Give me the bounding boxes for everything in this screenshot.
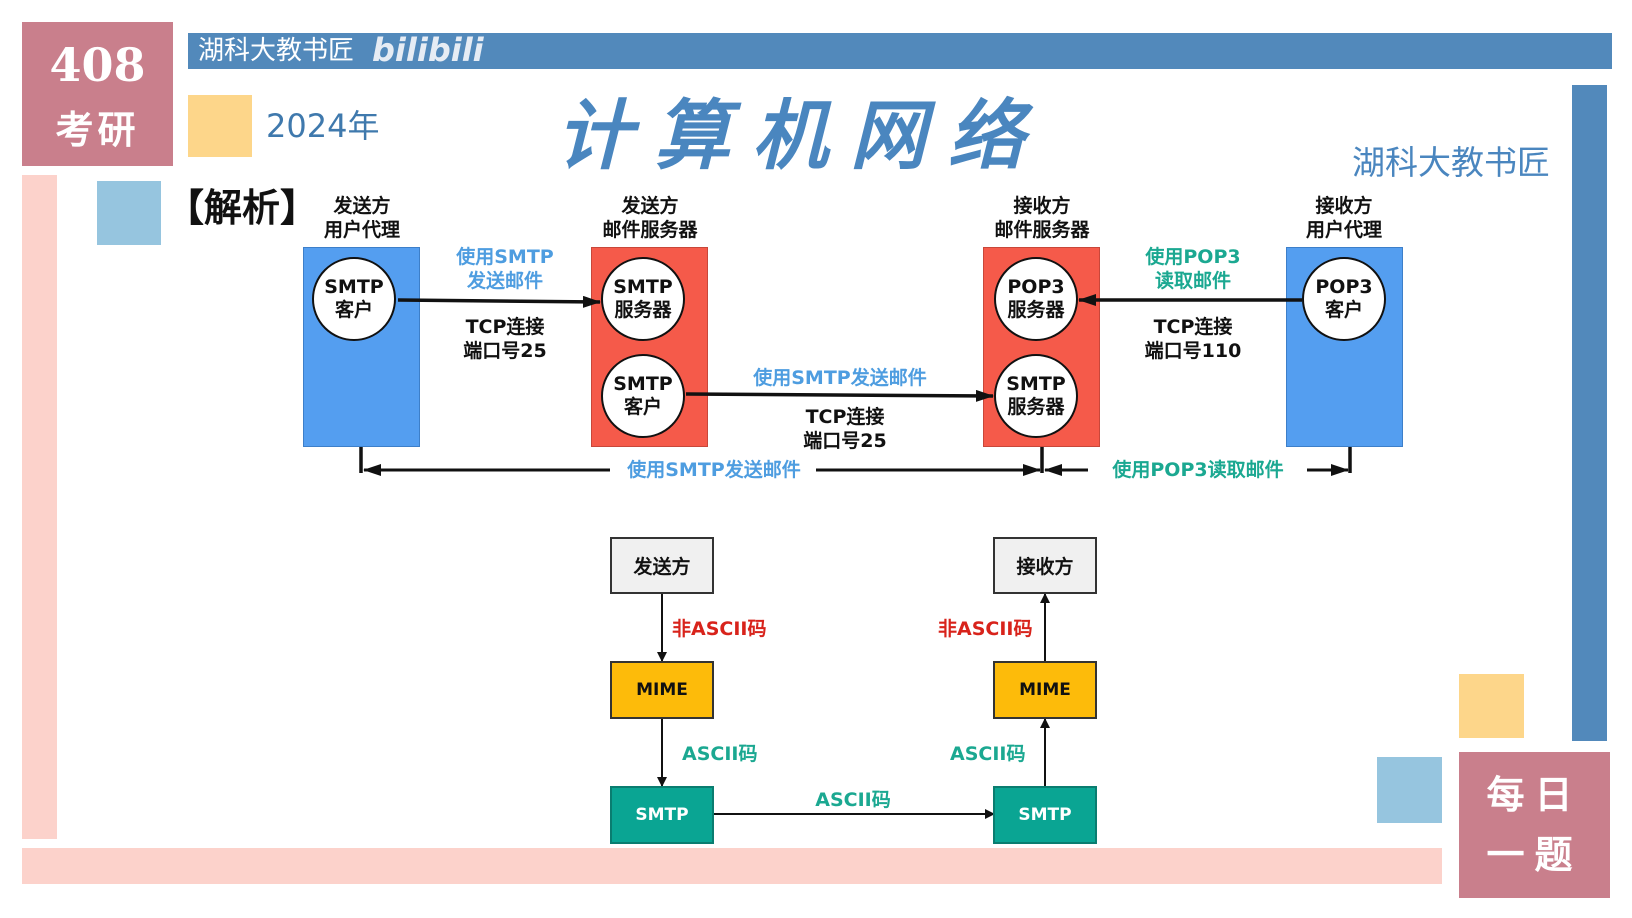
span-label-pop3: 使用POP3读取邮件 bbox=[1112, 459, 1284, 481]
circle-line: 服务器 bbox=[614, 299, 672, 321]
yellow-square-top bbox=[188, 95, 252, 157]
year-label: 2024年 bbox=[266, 107, 380, 145]
label-line: TCP连接 bbox=[1153, 316, 1233, 338]
label-line: 发送邮件 bbox=[466, 270, 543, 292]
link-protocol-label: 使用SMTP 发送邮件 bbox=[430, 245, 580, 293]
daily-question-badge: 每日 一题 bbox=[1459, 752, 1610, 898]
caption-line: 接收方 bbox=[1013, 195, 1071, 217]
link-tcp-label: TCP连接 端口号25 bbox=[770, 405, 920, 453]
smtp-server-circle: SMTP 服务器 bbox=[601, 257, 685, 341]
non-ascii-label-receiver: 非ASCII码 bbox=[938, 618, 1033, 640]
receiver-box: 接收方 bbox=[993, 537, 1097, 594]
label-line: 使用POP3 bbox=[1145, 246, 1241, 268]
smtp-client-circle: SMTP 客户 bbox=[601, 354, 685, 438]
blue-square-left bbox=[97, 181, 161, 245]
author-label: 湖科大教书匠 bbox=[1352, 143, 1550, 182]
pop3-client-circle: POP3 客户 bbox=[1302, 257, 1386, 341]
top-blue-bar bbox=[188, 33, 1612, 69]
smtp-server-circle: SMTP 服务器 bbox=[994, 354, 1078, 438]
label-line: TCP连接 bbox=[805, 406, 885, 428]
circle-line: 服务器 bbox=[1007, 299, 1065, 321]
caption-line: 发送方 bbox=[333, 195, 391, 217]
link-arrow-ua-to-server bbox=[397, 295, 601, 308]
label-line: 端口号110 bbox=[1144, 340, 1242, 362]
yellow-square-bottom bbox=[1459, 674, 1524, 738]
node-caption: 发送方 邮件服务器 bbox=[580, 194, 720, 242]
caption-line: 发送方 bbox=[621, 195, 679, 217]
caption-line: 用户代理 bbox=[323, 219, 400, 241]
caption-line: 邮件服务器 bbox=[602, 219, 698, 241]
circle-line: 客户 bbox=[1324, 299, 1363, 321]
watermark-logo: bilibili bbox=[372, 31, 484, 69]
circle-line: SMTP bbox=[613, 373, 673, 395]
badge-text: 考研 bbox=[55, 108, 140, 152]
node-caption: 接收方 邮件服务器 bbox=[972, 194, 1112, 242]
ascii-label-transfer: ASCII码 bbox=[815, 789, 891, 811]
watermark-text: 湖科大教书匠 bbox=[198, 36, 355, 66]
circle-line: POP3 bbox=[1315, 276, 1373, 298]
link-tcp-label: TCP连接 端口号25 bbox=[430, 315, 580, 363]
circle-line: SMTP bbox=[613, 276, 673, 298]
smtp-box-receiver: SMTP bbox=[993, 786, 1097, 844]
mime-box-receiver: MIME bbox=[993, 661, 1097, 719]
circle-line: 客户 bbox=[623, 396, 662, 418]
caption-line: 用户代理 bbox=[1305, 219, 1382, 241]
blue-square-bottom bbox=[1377, 757, 1442, 823]
link-tcp-label: TCP连接 端口号110 bbox=[1118, 315, 1268, 363]
badge-number: 408 bbox=[49, 38, 146, 92]
circle-line: 客户 bbox=[334, 299, 373, 321]
span-label-smtp: 使用SMTP发送邮件 bbox=[627, 459, 801, 481]
circle-line: SMTP bbox=[1006, 373, 1066, 395]
daily-line-2: 一题 bbox=[1486, 833, 1583, 877]
ascii-label-receiver: ASCII码 bbox=[950, 743, 1026, 765]
link-protocol-label: 使用SMTP发送邮件 bbox=[753, 367, 927, 389]
mime-box-sender: MIME bbox=[610, 661, 714, 719]
circle-line: POP3 bbox=[1007, 276, 1065, 298]
label-line: TCP连接 bbox=[465, 316, 545, 338]
pop3-server-circle: POP3 服务器 bbox=[994, 257, 1078, 341]
caption-line: 接收方 bbox=[1315, 195, 1373, 217]
section-heading: 【解析】 bbox=[166, 186, 319, 230]
non-ascii-label-sender: 非ASCII码 bbox=[672, 618, 767, 640]
caption-line: 邮件服务器 bbox=[994, 219, 1090, 241]
page-title: 计算机网络 bbox=[556, 91, 1046, 180]
node-caption: 接收方 用户代理 bbox=[1282, 194, 1406, 242]
exam-badge: 408 考研 bbox=[22, 22, 173, 166]
label-line: 读取邮件 bbox=[1154, 270, 1231, 292]
smtp-client-circle: SMTP 客户 bbox=[312, 257, 396, 341]
circle-line: 服务器 bbox=[1007, 396, 1065, 418]
ascii-label-sender: ASCII码 bbox=[682, 743, 758, 765]
bottom-pink-bar bbox=[22, 848, 1442, 884]
link-arrow-server-to-server bbox=[685, 389, 994, 402]
label-line: 使用SMTP bbox=[456, 246, 554, 268]
smtp-box-sender: SMTP bbox=[610, 786, 714, 844]
label-line: 端口号25 bbox=[803, 430, 887, 452]
daily-line-1: 每日 bbox=[1486, 773, 1583, 817]
circle-line: SMTP bbox=[324, 276, 384, 298]
left-pink-bar bbox=[22, 175, 57, 839]
sender-box: 发送方 bbox=[610, 537, 714, 594]
node-caption: 发送方 用户代理 bbox=[300, 194, 424, 242]
label-line: 端口号25 bbox=[463, 340, 547, 362]
link-protocol-label: 使用POP3 读取邮件 bbox=[1118, 245, 1268, 293]
right-blue-bar bbox=[1572, 85, 1607, 741]
